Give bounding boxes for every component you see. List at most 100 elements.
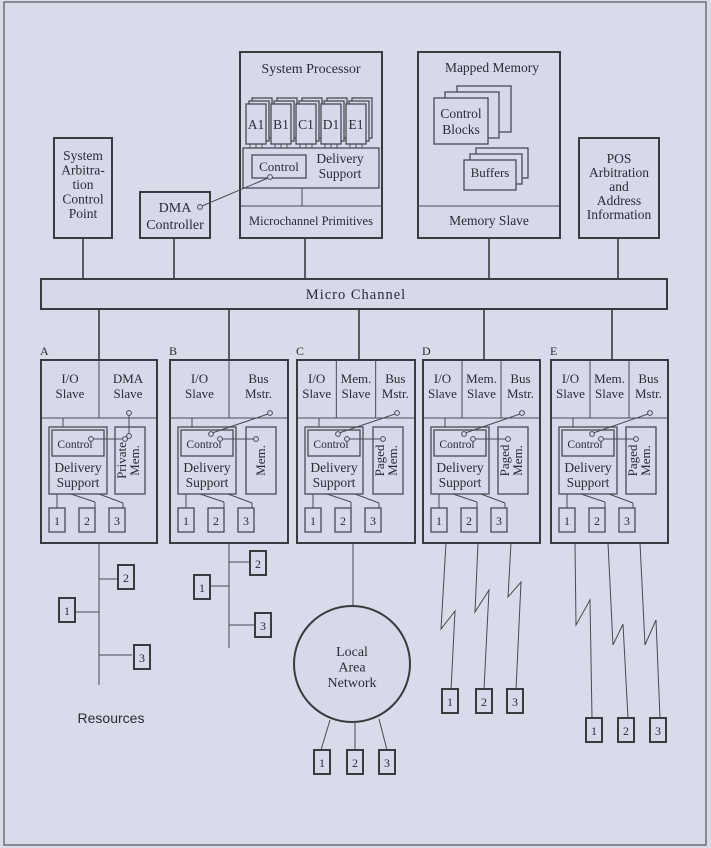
delivery-support-label: Delivery (564, 460, 611, 475)
wan-resource-e3 (649, 717, 667, 743)
bus-master-link (338, 413, 396, 434)
control-blocks (433, 97, 489, 145)
external-resource-b2 (249, 550, 267, 576)
resource-number: 1 (319, 756, 325, 770)
resource-number: 1 (183, 514, 189, 528)
system-arbitration-label: Control (62, 192, 104, 207)
resource-number: 1 (199, 581, 205, 595)
delivery-support-label: Support (439, 475, 482, 490)
memory-label: Private (114, 442, 129, 479)
connector-dot (470, 436, 476, 442)
resource-link (580, 493, 606, 503)
resource-link (227, 493, 253, 504)
control-label: Control (186, 439, 221, 451)
resource-number: 3 (655, 724, 661, 738)
resource-number: 2 (466, 514, 472, 528)
system-processor-title: System Processor (261, 62, 361, 77)
buffers (463, 159, 517, 191)
resource-number: 2 (594, 514, 600, 528)
control-label: Control (313, 439, 348, 451)
adapter-id: C (296, 344, 304, 358)
resource-slot-2 (207, 507, 225, 533)
adapter-id: A (40, 344, 49, 358)
memory-label: Paged (497, 444, 512, 476)
queue-label: D1 (323, 117, 340, 132)
control-dot (267, 174, 273, 180)
resource-number: 2 (352, 756, 358, 770)
delivery-support-label: Delivery (316, 151, 363, 166)
lan-resource-3 (378, 749, 396, 775)
control-blocks-label: Control (440, 106, 482, 121)
resource-slot-2 (78, 507, 96, 533)
control-block (307, 429, 361, 457)
resource-slot-3 (108, 507, 126, 533)
resource-slot-3 (364, 507, 382, 533)
adapter-id: E (550, 344, 557, 358)
connector-dot (208, 431, 214, 437)
system-arbitration-control-point (53, 137, 113, 239)
port-label: Bus (510, 371, 530, 386)
port-label: Mem. (341, 371, 372, 386)
port-label: Slave (595, 386, 624, 401)
dma-control-link (201, 177, 269, 207)
resource-number: 1 (591, 724, 597, 738)
bus-master-link (464, 413, 521, 434)
delivery-support-label: Delivery (436, 460, 483, 475)
memory-label: Mem. (253, 445, 268, 476)
queue-label: E1 (349, 117, 364, 132)
resource-link (608, 493, 634, 504)
resource-number: 1 (447, 695, 453, 709)
memory-label: Mem. (127, 445, 142, 476)
resource-slot-2 (460, 507, 478, 533)
memory-label: Mem. (638, 445, 653, 476)
resource-slot-3 (490, 507, 508, 533)
pos-arbitration-label: Arbitration (589, 165, 649, 180)
wan-link-d3 (507, 542, 522, 691)
connector-dot (647, 410, 653, 416)
port-label: Bus (638, 371, 658, 386)
external-resource-b3 (254, 612, 272, 638)
dma-controller-label: Controller (146, 218, 204, 233)
wan-resource-e2 (617, 717, 635, 743)
resource-slot-3 (618, 507, 636, 533)
pos-arbitration (578, 137, 660, 239)
queue-label: B1 (273, 117, 289, 132)
lan-label: Area (338, 661, 366, 676)
microchannel-primitives-label: Microchannel Primitives (249, 214, 373, 228)
connector-dot (394, 410, 400, 416)
queue-label: A1 (248, 117, 265, 132)
resource-number: 3 (114, 514, 120, 528)
resource-number: 1 (564, 514, 570, 528)
adapter-id: D (422, 344, 431, 358)
external-resource-a3 (133, 644, 151, 670)
port-label: Mstr. (635, 386, 662, 401)
resource-number: 1 (436, 514, 442, 528)
queue-label: C1 (298, 117, 314, 132)
dma-controller-label: DMA (159, 201, 193, 216)
resource-number: 3 (624, 514, 630, 528)
connector-dot (461, 431, 467, 437)
control-block (433, 429, 487, 457)
port-label: Mem. (594, 371, 625, 386)
port-label: Slave (428, 386, 457, 401)
port-label: Mstr. (507, 386, 534, 401)
memory-block (497, 426, 529, 495)
local-area-network (293, 605, 411, 723)
control-block (251, 154, 307, 179)
lan-label: Network (328, 676, 377, 691)
control-label: Control (439, 439, 474, 451)
port-label: Bus (385, 371, 405, 386)
connector-dot (633, 436, 639, 442)
wan-link-d1 (440, 542, 456, 691)
connector-dot (253, 436, 259, 442)
connector-dot (126, 433, 132, 439)
resource-number: 3 (139, 651, 145, 665)
delivery-support-label: Delivery (54, 460, 101, 475)
port-label: I/O (191, 371, 208, 386)
resource-link (98, 493, 124, 504)
system-processor (239, 51, 383, 239)
resource-link (354, 493, 380, 504)
micro-channel-label: Micro Channel (306, 287, 406, 303)
delivery-support-label: Delivery (310, 460, 357, 475)
resource-number: 3 (243, 514, 249, 528)
